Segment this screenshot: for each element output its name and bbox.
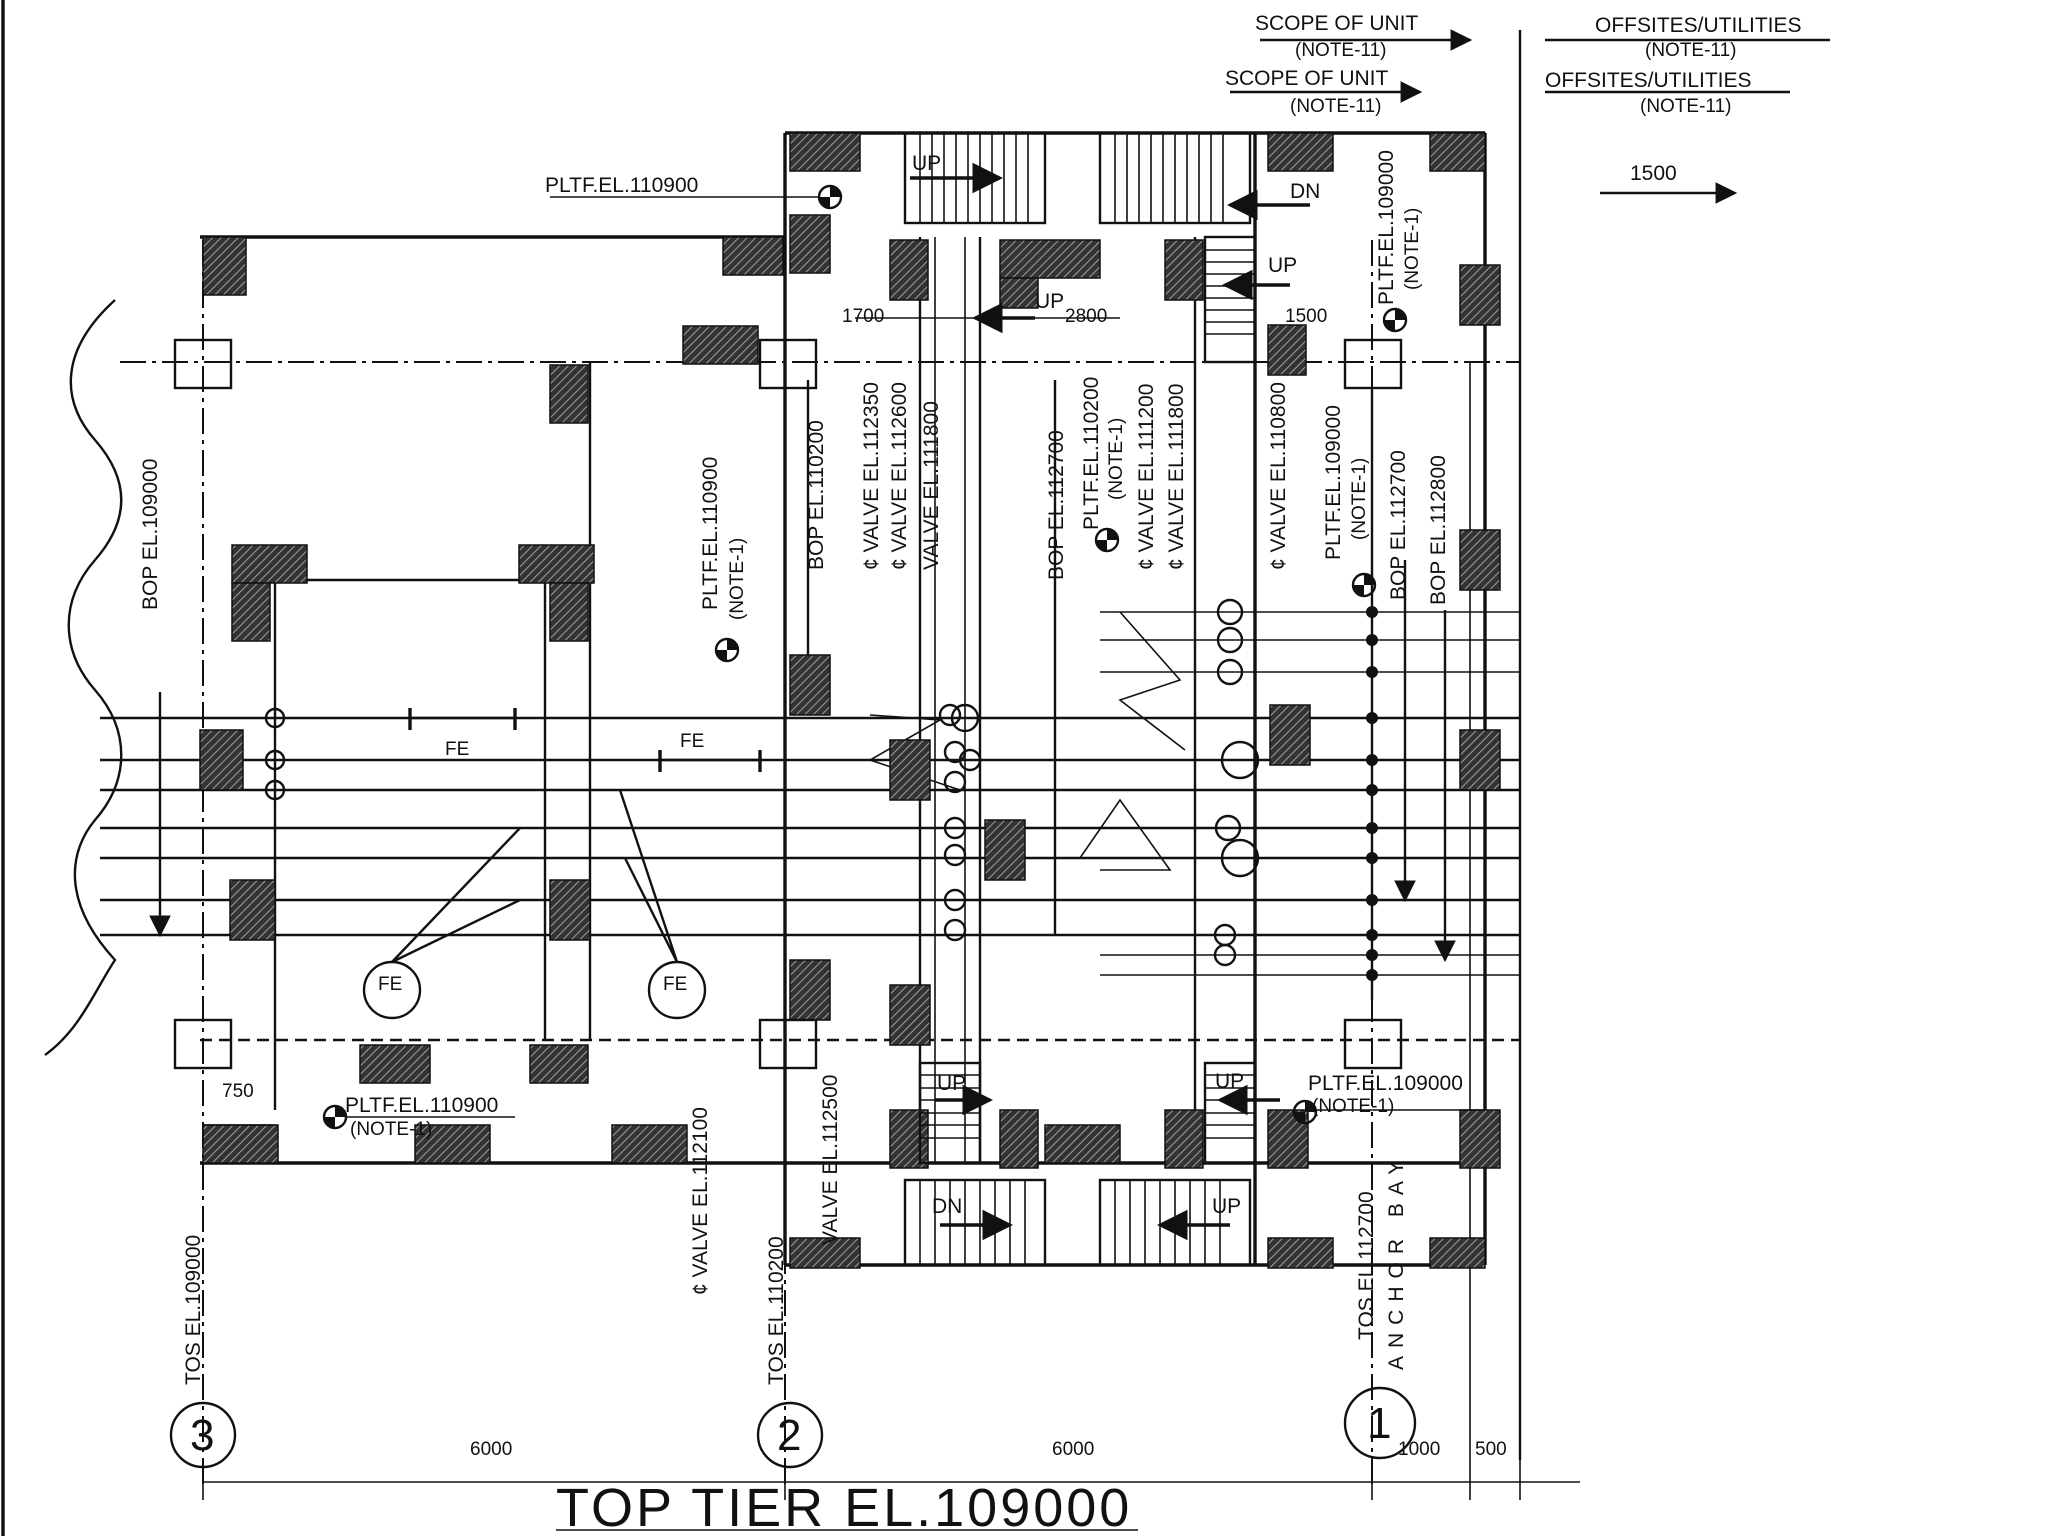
pipe-end-3 [264,779,286,801]
grid-marker-2: 2 [777,1411,801,1460]
support-dots [1366,606,1378,981]
dim-750: 750 [222,1081,254,1102]
bop-label-right-2: BOP EL.112800 [1427,455,1450,605]
stair-up-label: UP [912,152,941,175]
valve-label-110800: ¢ VALVE EL.110800 [1267,382,1290,570]
dim-6000-b: 6000 [1052,1439,1094,1460]
tos-label-left: TOS EL.109000 [182,1235,205,1385]
pltf-note-right-mid: (NOTE-1) [1349,458,1370,540]
valve-label-111200: ¢ VALVE EL.111200 [1135,384,1158,570]
bop-label-right: BOP EL.112700 [1387,450,1410,600]
valve-label-111800: VALVE EL.111800 [920,401,943,570]
offsites-note-1: (NOTE-11) [1645,40,1736,61]
bop-label-112700: BOP EL.112700 [1045,430,1068,580]
fe-leader-4 [623,857,679,963]
pipe-end-1 [264,707,286,729]
pltf-label-top: PLTF.EL.110900 [545,174,698,197]
offsites-label-1: OFFSITES/UTILITIES [1595,14,1802,37]
anchor-bay-label: ANCHOR BAY [1385,1153,1408,1370]
stair-up-label-5: UP [1215,1070,1244,1093]
stair-bottom-left [903,1061,1047,1267]
fe-label-2: FE [680,731,704,752]
fe-label-1: FE [445,739,469,760]
bop-label-left: BOP EL.109000 [139,459,162,610]
stair-up-label-2: UP [1268,254,1297,277]
pltf-label-right-mid: PLTF.EL.109000 [1322,405,1345,560]
stair-up-label-3: UP [1035,290,1064,313]
column-bases [173,338,1403,1070]
dim-500: 500 [1475,1439,1507,1460]
dim-1000: 1000 [1398,1439,1440,1460]
offsites-label-2: OFFSITES/UTILITIES [1545,69,1752,92]
pltf-note-mid: (NOTE-1) [727,538,748,620]
pltf-note-center: (NOTE-1) [1106,418,1127,500]
fe-bubble-label-1: FE [378,974,402,995]
bop-label-110200: BOP EL.110200 [805,420,828,570]
fe-leader-3 [618,789,679,963]
fe-bubble-label-2: FE [663,974,687,995]
valve-label-112350: ¢ VALVE EL.112350 [860,382,883,570]
grid-marker-3: 3 [190,1411,214,1460]
pltf-label-bottom-left: PLTF.EL.110900 [345,1094,498,1117]
pltf-note-bottom-left: (NOTE-1) [350,1119,432,1140]
stair-top-right [1098,131,1310,225]
pltf-note-right-bottom: (NOTE-1) [1312,1096,1394,1117]
grid-bubble-3 [169,1401,237,1469]
offsites-note-2: (NOTE-11) [1640,96,1731,117]
dim-1500-top: 1500 [1630,162,1677,185]
tos-label-right: TOS EL.112700 [1355,1191,1378,1340]
break-line [44,299,123,1056]
tos-label-mid: TOS EL.110200 [765,1236,788,1385]
fe-leader-1 [391,827,521,963]
drawing-title: TOP TIER EL.109000 [556,1478,1132,1536]
scope-unit-label-1: SCOPE OF UNIT [1255,12,1419,35]
stair-dn-label-2: DN [932,1195,962,1218]
valve-label-112600: ¢ VALVE EL.112600 [888,382,911,570]
stair-dn-label: DN [1290,180,1320,203]
dim-2800: 2800 [1065,306,1107,327]
elevation-marker-icon [322,184,1408,1130]
stair-top-left [903,131,1047,225]
grid-marker-1: 1 [1367,1399,1391,1448]
scope-unit-note-2: (NOTE-11) [1290,96,1381,117]
pltf-label-right-top: PLTF.EL.109000 [1375,150,1398,305]
valve-label-112100: ¢ VALVE EL.112100 [689,1107,712,1295]
stair-bottom-right [1098,1061,1280,1267]
scope-unit-note-1: (NOTE-11) [1295,40,1386,61]
pltf-label-right-bottom: PLTF.EL.109000 [1308,1072,1463,1095]
pltf-label-center: PLTF.EL.110200 [1080,377,1103,530]
pltf-label-mid: PLTF.EL.110900 [699,457,722,610]
stair-rack-center [934,237,1035,1163]
pipe-end-2 [264,749,286,771]
pltf-note-right-top: (NOTE-1) [1402,208,1423,290]
dim-1500-b: 1500 [1285,306,1327,327]
fe-leader-2 [391,898,521,964]
dim-1700: 1700 [842,306,884,327]
valve-label-111800b: ¢ VALVE EL.111800 [1165,384,1188,570]
stair-up-label-6: UP [1212,1195,1241,1218]
grid-bubble-2 [756,1401,824,1469]
scope-unit-label-2: SCOPE OF UNIT [1225,67,1389,90]
stair-up-label-4: UP [937,1072,966,1095]
valve-cluster-right [1079,598,1260,967]
grid-bubble-1 [1343,1386,1417,1460]
dim-6000-a: 6000 [470,1439,512,1460]
structural-blocks [199,132,1501,1269]
stair-mid-right [1203,235,1290,364]
valve-label-112500: VALVE EL.112500 [819,1075,842,1245]
